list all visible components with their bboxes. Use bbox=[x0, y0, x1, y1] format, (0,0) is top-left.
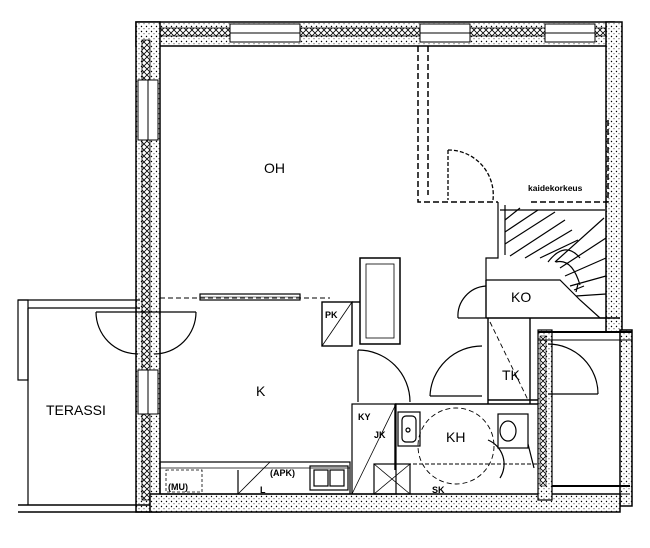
fixture-label-sk: SK bbox=[432, 485, 445, 495]
upper-room-door bbox=[447, 149, 494, 201]
room-label-k: K bbox=[256, 383, 266, 399]
room-label-tk: TK bbox=[502, 367, 521, 383]
interior-walls bbox=[160, 257, 620, 470]
room-label-oh: OH bbox=[264, 160, 285, 176]
room-label-terassi: TERASSI bbox=[46, 402, 106, 418]
railing-height-note: kaidekorkeus bbox=[528, 183, 583, 193]
doors bbox=[95, 285, 599, 403]
room-label-ko: KO bbox=[511, 289, 531, 305]
fixture-label-jk: JK bbox=[374, 430, 386, 440]
fixture-label-pk: PK bbox=[325, 310, 338, 320]
bathroom-fixtures bbox=[397, 407, 535, 485]
fixture-label-ky: KY bbox=[358, 412, 371, 422]
windows bbox=[137, 23, 596, 415]
fixture-label-l: L bbox=[260, 485, 266, 495]
room-label-kh: KH bbox=[446, 429, 465, 445]
fixture-label-apk: (APK) bbox=[270, 468, 295, 478]
mezzanine-outline bbox=[417, 46, 609, 203]
terrace bbox=[17, 299, 150, 513]
kitchen-row bbox=[159, 403, 411, 495]
fixture-label-mu: (MU) bbox=[168, 482, 188, 492]
staircase bbox=[485, 202, 610, 319]
exterior-walls bbox=[135, 21, 633, 513]
